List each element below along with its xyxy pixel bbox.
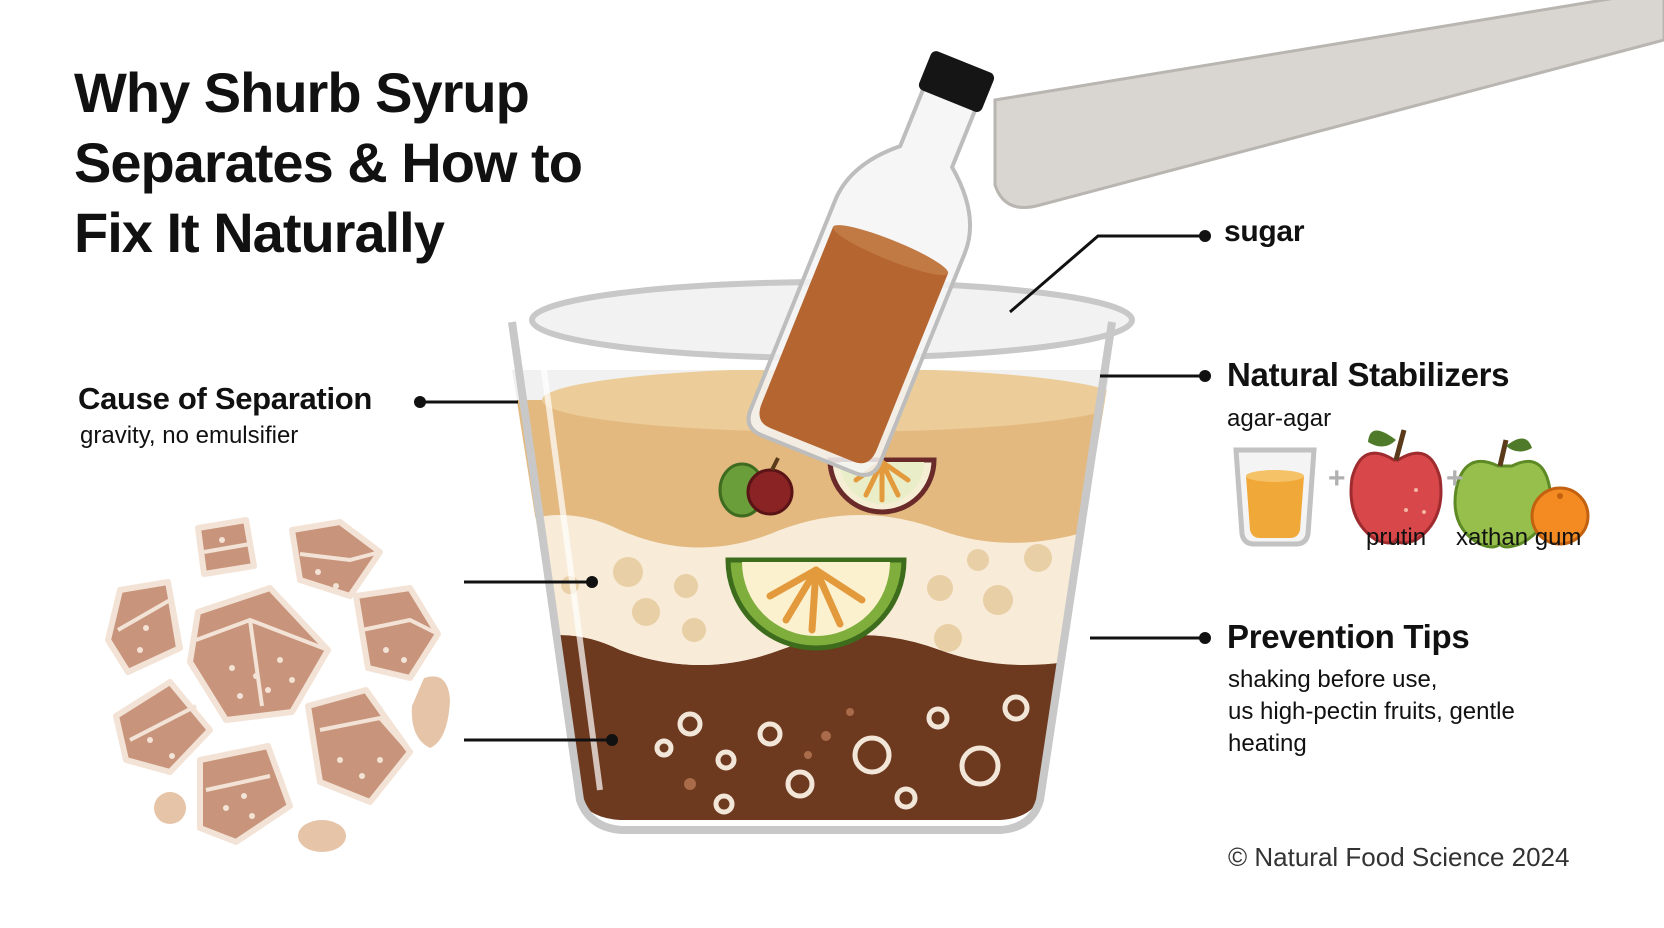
cause-detail: gravity, no emulsifier: [80, 422, 299, 449]
stabilizer-xanthan-label: xathan gum: [1456, 524, 1582, 551]
jar-glass: [508, 321, 1116, 834]
lime-slice-icon: [725, 557, 907, 651]
leader-lines: [420, 234, 1205, 742]
tilted-bottle-icon: [746, 51, 995, 477]
stabilizer-pectin-label: prutin: [1366, 524, 1427, 551]
cause-heading: Cause of Separation: [78, 381, 373, 416]
pour-arm-icon: [993, 0, 1664, 209]
plus-sign: +: [1446, 462, 1464, 495]
sugar-cubes-icon: [105, 517, 450, 852]
prevention-heading: Prevention Tips: [1227, 618, 1470, 655]
apple-icon: [1349, 429, 1443, 545]
title-line-3: Fix It Naturally: [74, 201, 445, 264]
apple-icon: [718, 457, 794, 518]
copyright: © Natural Food Science 2024: [1228, 842, 1570, 872]
sugar-label: sugar: [1224, 215, 1305, 248]
plus-sign: +: [1328, 462, 1346, 495]
orange-icon: [1530, 486, 1590, 546]
juice-glass-icon: [1233, 447, 1317, 547]
page-title: Why Shurb Syrup Separates & How to Fix I…: [74, 58, 674, 268]
prevention-tips: shaking before use, us high-pectin fruit…: [1228, 664, 1588, 760]
prevention-line: heating: [1228, 730, 1307, 757]
title-line-2: Separates & How to: [74, 131, 583, 194]
bottom-layer: [512, 635, 1110, 820]
title-line-1: Why Shurb Syrup: [74, 61, 530, 124]
top-layer: [512, 400, 1110, 548]
prevention-line: shaking before use,: [1228, 666, 1438, 693]
stabilizer-agar-label: agar-agar: [1227, 405, 1332, 432]
prevention-line: us high-pectin fruits, gentle: [1228, 698, 1515, 725]
stabilizers-heading: Natural Stabilizers: [1227, 356, 1510, 393]
